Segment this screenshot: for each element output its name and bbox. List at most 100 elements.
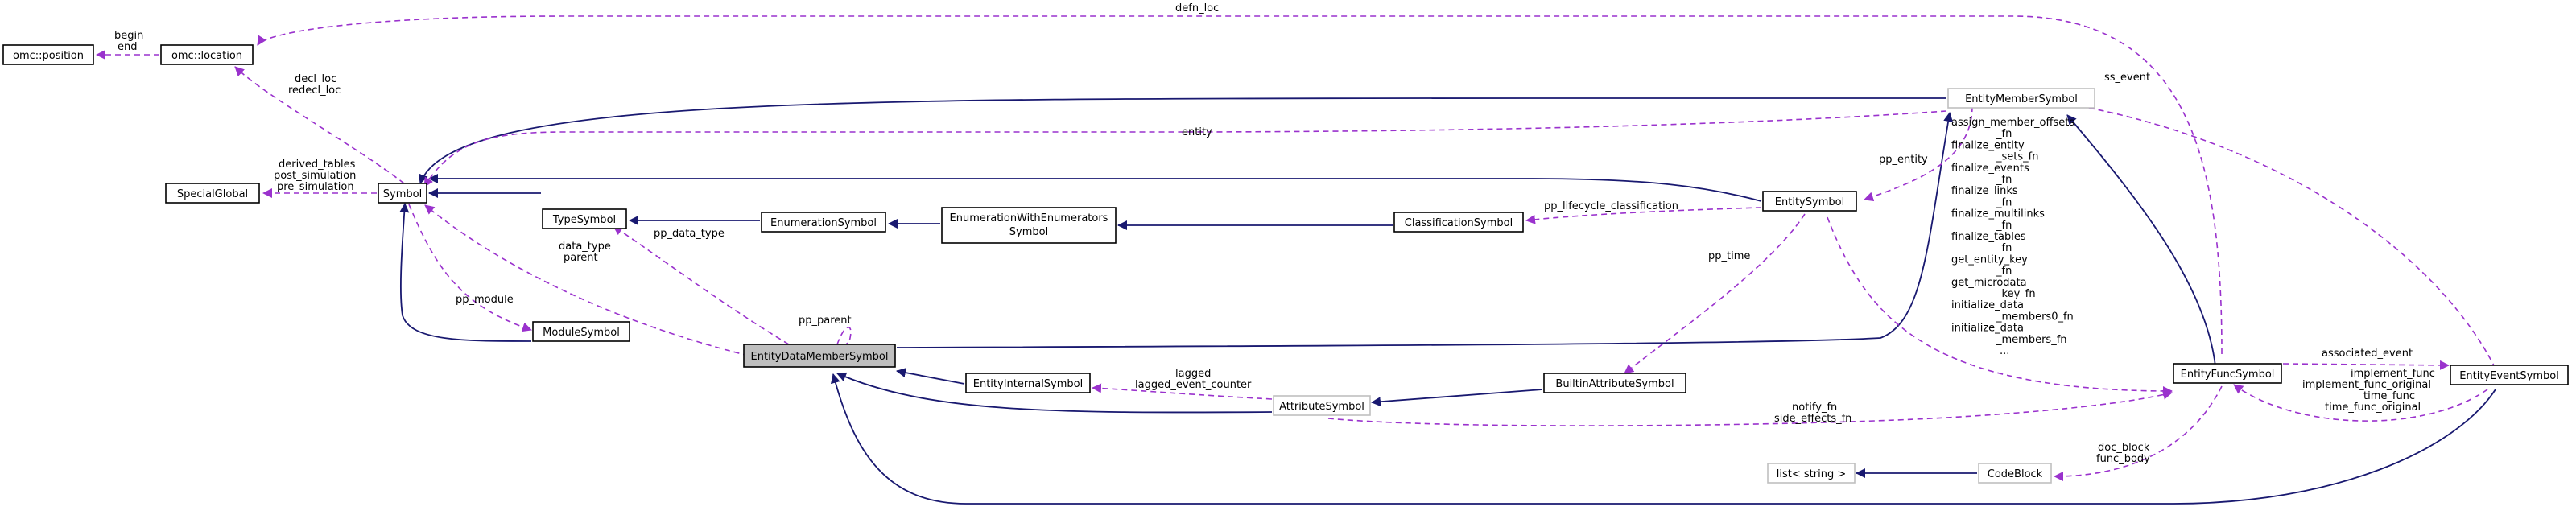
label-lagged: lagged — [1175, 368, 1211, 380]
node-attribute-symbol[interactable]: AttributeSymbol — [1273, 395, 1371, 416]
label-decl-loc: decl_loc — [295, 73, 336, 85]
edge-entityinternal-entitydatamember — [896, 368, 965, 385]
node-classification-symbol-label: ClassificationSymbol — [1405, 217, 1513, 229]
node-list-string-label: list< string > — [1777, 468, 1846, 480]
node-type-symbol-label: TypeSymbol — [552, 214, 616, 226]
node-enumeration-with-enumerators-label-1: EnumerationWithEnumerators — [950, 212, 1108, 224]
label-fn-line: initialize_data — [1951, 323, 2024, 335]
edge-entityfunc-entitymember — [2066, 114, 2216, 367]
label-pp-parent: pp_parent — [799, 315, 852, 327]
node-omc-location[interactable]: omc::location — [160, 44, 254, 65]
label-doc-block: doc_block — [2098, 442, 2150, 454]
edge-entitysymbol-entitymember — [1864, 105, 1973, 202]
label-fn-line: _fn — [1996, 174, 2012, 186]
label-fn-line: _fn — [1996, 196, 2012, 208]
node-enumeration-with-enumerators-label-2: Symbol — [1009, 226, 1048, 238]
node-enumeration-symbol-label: EnumerationSymbol — [770, 217, 877, 229]
node-entity-event-symbol-label: EntityEventSymbol — [2459, 370, 2559, 382]
node-entity-internal-symbol[interactable]: EntityInternalSymbol — [965, 373, 1091, 393]
inheritance-edges — [399, 97, 2496, 505]
label-lagged-event-counter: lagged_event_counter — [1135, 379, 1252, 391]
label-fn-line: _sets_fn — [1996, 151, 2038, 163]
edge-entitydatamember-typesymbol — [613, 225, 790, 345]
label-fn-line: get_microdata — [1951, 277, 2027, 289]
edge-entityfunc-codeblock — [2054, 385, 2223, 481]
node-module-symbol[interactable]: ModuleSymbol — [532, 321, 630, 342]
label-redecl-loc: redecl_loc — [288, 84, 341, 97]
node-entity-internal-symbol-label: EntityInternalSymbol — [973, 378, 1083, 390]
node-type-symbol[interactable]: TypeSymbol — [542, 208, 627, 229]
edge-entitydatamember-entitymember — [896, 112, 1954, 348]
label-defn-loc: defn_loc — [1175, 2, 1219, 14]
label-fn-line: assign_member_offsets — [1951, 117, 2074, 129]
label-fn-line: _fn — [1996, 242, 2012, 254]
node-module-symbol-label: ModuleSymbol — [543, 327, 620, 339]
label-implement-func-original: implement_func_original — [2302, 379, 2431, 391]
label-derived-tables: derived_tables — [279, 159, 356, 171]
node-list-string[interactable]: list< string > — [1767, 463, 1856, 484]
label-time-func-original: time_func_original — [2325, 402, 2421, 414]
node-entity-member-symbol[interactable]: EntityMemberSymbol — [1947, 88, 2095, 109]
label-begin: begin — [114, 30, 143, 42]
edge-entitymember-symbol — [423, 110, 1947, 187]
node-builtin-attribute-symbol[interactable]: BuiltinAttributeSymbol — [1543, 373, 1686, 393]
node-symbol-label: Symbol — [383, 188, 422, 200]
node-omc-position-label: omc::position — [13, 50, 84, 62]
label-associated-event: associated_event — [2322, 348, 2413, 360]
node-enumeration-with-enumerators-symbol[interactable]: EnumerationWithEnumerators Symbol — [941, 207, 1117, 244]
label-fn-line: finalize_events — [1951, 163, 2029, 175]
edge-attribute-entityfunc — [1327, 389, 2173, 426]
edge-entityfunc-location — [257, 15, 2223, 355]
edge-entityevent-entitymember — [2040, 96, 2496, 369]
edge-builtin-attribute — [1371, 389, 1543, 407]
label-fn-line: _fn — [1996, 128, 2012, 140]
node-entity-member-symbol-label: EntityMemberSymbol — [1965, 93, 2078, 105]
label-fn-line: ... — [2000, 345, 2009, 357]
function-pointer-labels: assign_member_offsets_fnfinalize_entity_… — [1951, 117, 2074, 357]
label-pp-lifecycle: pp_lifecycle_classification — [1544, 200, 1678, 212]
edge-entityevent-entitydatamember — [830, 373, 2496, 505]
edge-entitydatamember-symbol — [424, 204, 749, 356]
node-entity-symbol-label: EntitySymbol — [1775, 196, 1844, 208]
label-fn-line: finalize_links — [1951, 185, 2018, 197]
label-func-body: func_body — [2096, 453, 2150, 465]
node-entity-data-member-symbol-label: EntityDataMemberSymbol — [751, 351, 889, 363]
node-code-block[interactable]: CodeBlock — [1978, 463, 2052, 484]
label-implement-func: implement_func — [2351, 368, 2435, 380]
node-entity-func-symbol[interactable]: EntityFuncSymbol — [2173, 363, 2282, 384]
label-fn-line: finalize_entity — [1951, 139, 2025, 151]
label-pp-time: pp_time — [1708, 250, 1750, 262]
label-fn-line: _fn — [1996, 266, 2012, 278]
label-data-type: data_type — [559, 241, 611, 253]
edge-attribute-entitydatamember — [836, 372, 1273, 414]
node-omc-location-label: omc::location — [171, 50, 242, 62]
label-pp-entity: pp_entity — [1879, 154, 1928, 166]
label-post-simulation: post_simulation — [274, 170, 356, 182]
node-omc-position[interactable]: omc::position — [2, 44, 94, 65]
label-time-func: time_func — [2363, 390, 2415, 402]
edge-symbol-location — [234, 66, 405, 184]
node-entity-symbol[interactable]: EntitySymbol — [1762, 191, 1857, 212]
label-ss-event: ss_event — [2104, 72, 2150, 84]
node-entity-func-symbol-label: EntityFuncSymbol — [2181, 369, 2275, 381]
label-fn-line: _members_fn — [1996, 334, 2067, 346]
node-special-global[interactable]: SpecialGlobal — [165, 183, 260, 204]
label-pp-data-type: pp_data_type — [654, 228, 724, 240]
usage-edges — [96, 15, 2496, 481]
node-entity-data-member-symbol[interactable]: EntityDataMemberSymbol — [743, 344, 896, 368]
edge-attribute-entityinternal — [1092, 383, 1273, 400]
edge-entityevent-entityfunc — [2233, 384, 2488, 422]
label-pre-simulation: pre_simulation — [277, 181, 354, 193]
node-entity-event-symbol[interactable]: EntityEventSymbol — [2450, 365, 2569, 385]
node-builtin-attribute-symbol-label: BuiltinAttributeSymbol — [1555, 378, 1674, 390]
node-symbol[interactable]: Symbol — [378, 183, 427, 204]
label-fn-line: finalize_multilinks — [1951, 208, 2045, 220]
label-entity: entity — [1182, 126, 1212, 138]
label-pp-module: pp_module — [456, 294, 514, 306]
node-attribute-symbol-label: AttributeSymbol — [1279, 401, 1364, 413]
node-enumeration-symbol[interactable]: EnumerationSymbol — [761, 212, 886, 233]
node-classification-symbol[interactable]: ClassificationSymbol — [1393, 212, 1524, 233]
edge-entitymembersymbol-symbol — [419, 97, 1946, 184]
edge-entityfunc-entityevent — [2282, 360, 2450, 370]
